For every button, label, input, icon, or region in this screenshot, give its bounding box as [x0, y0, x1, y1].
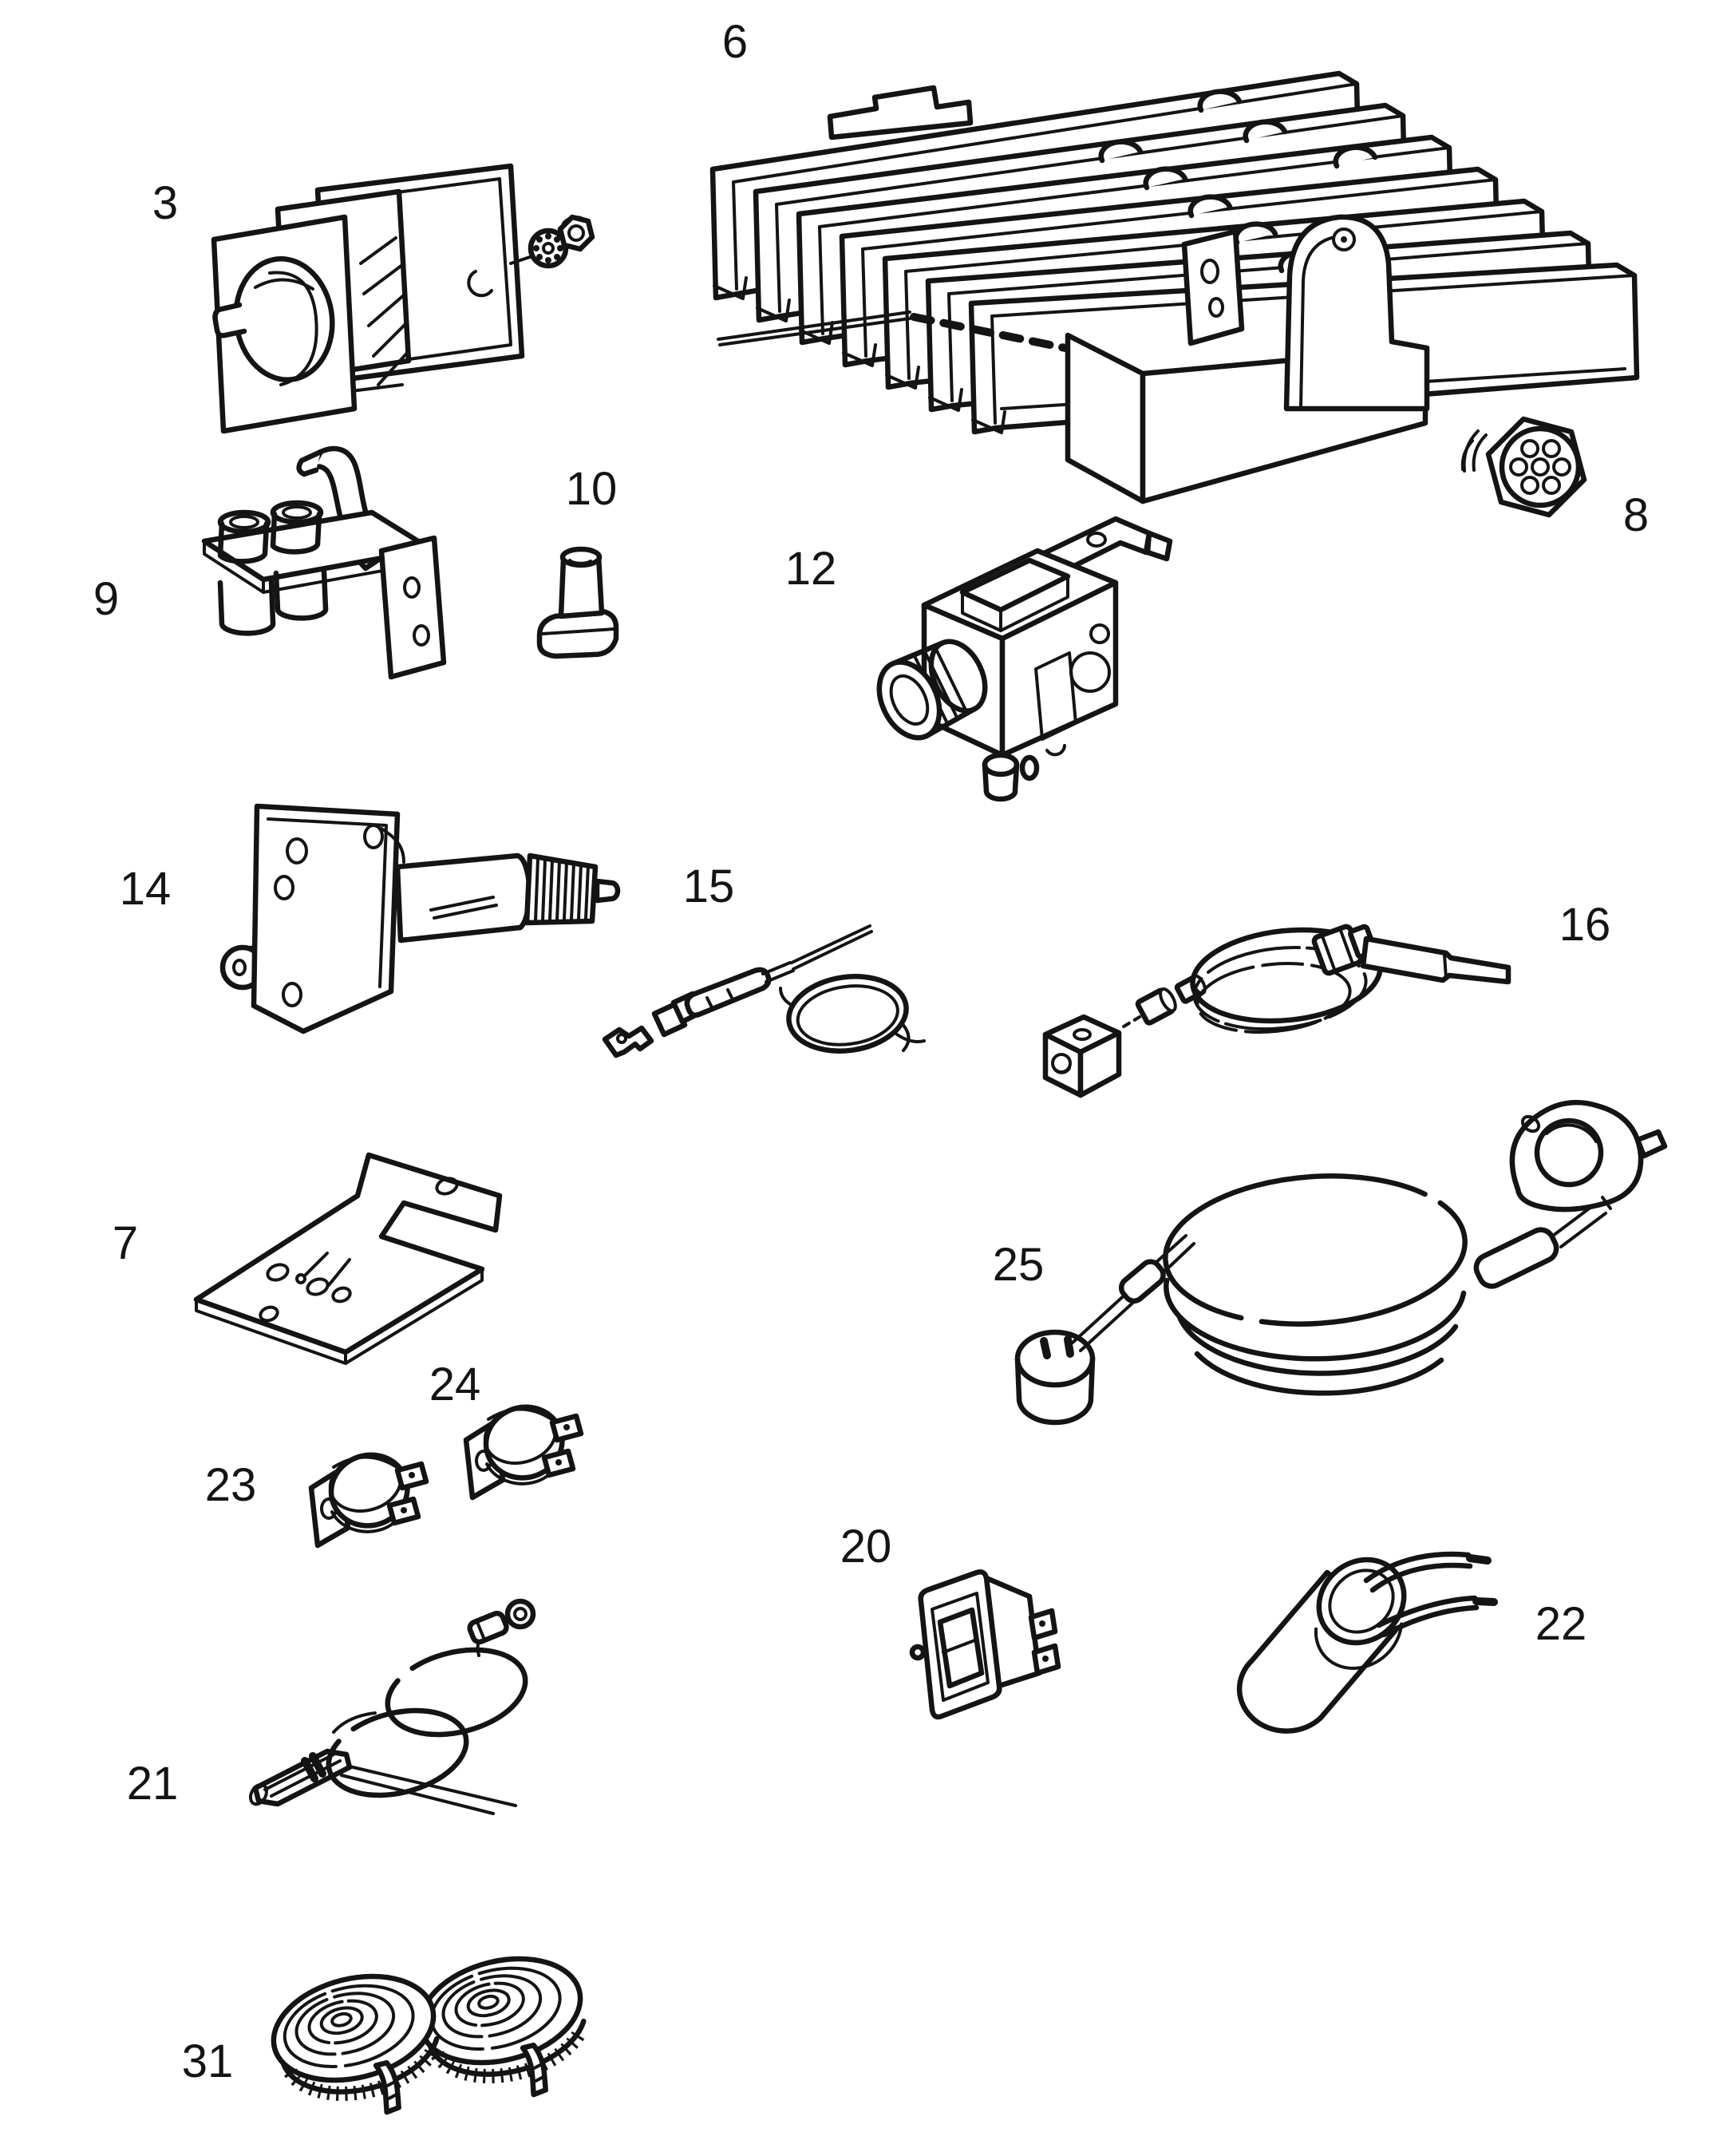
- part-10-illustration: [536, 546, 619, 659]
- part-25-illustration: [1014, 1099, 1668, 1426]
- part-31-label: 31: [182, 2035, 234, 2087]
- part-14-label: 14: [120, 863, 172, 915]
- part-24-illustration: [466, 1398, 581, 1497]
- part-23-illustration: [311, 1446, 426, 1545]
- part-16-illustration: [1042, 924, 1511, 1098]
- part-9-illustration: [201, 445, 447, 680]
- part-9-label: 9: [93, 573, 119, 625]
- part-12-illustration: [876, 516, 1173, 802]
- part-22-illustration: [1236, 1551, 1498, 1734]
- part-15-illustration: [602, 924, 926, 1058]
- part-25-label: 25: [993, 1239, 1045, 1291]
- part-8-illustration: [1460, 416, 1587, 518]
- part-22-label: 22: [1535, 1598, 1587, 1650]
- part-8-label: 8: [1623, 489, 1649, 541]
- part-24-label: 24: [429, 1359, 481, 1410]
- part-14-illustration: [219, 803, 621, 1034]
- part-15-label: 15: [683, 860, 735, 912]
- part-12-label: 12: [785, 543, 837, 595]
- part-10-label: 10: [566, 463, 618, 515]
- part-23-label: 23: [205, 1459, 257, 1511]
- part-7-label: 7: [113, 1217, 138, 1269]
- part-3-label: 3: [152, 177, 178, 229]
- part-16-label: 16: [1559, 899, 1611, 951]
- part-21-illustration: [248, 1598, 536, 1815]
- part-20-illustration: [909, 1569, 1061, 1720]
- part-21-label: 21: [127, 1758, 179, 1810]
- part-20-label: 20: [840, 1521, 892, 1572]
- part-6-illustration: [709, 70, 1640, 504]
- part-6-label: 6: [722, 16, 748, 68]
- part-7-illustration: [193, 1152, 503, 1365]
- part-3-illustration: [211, 163, 595, 434]
- part-31-illustration: [263, 1943, 601, 2134]
